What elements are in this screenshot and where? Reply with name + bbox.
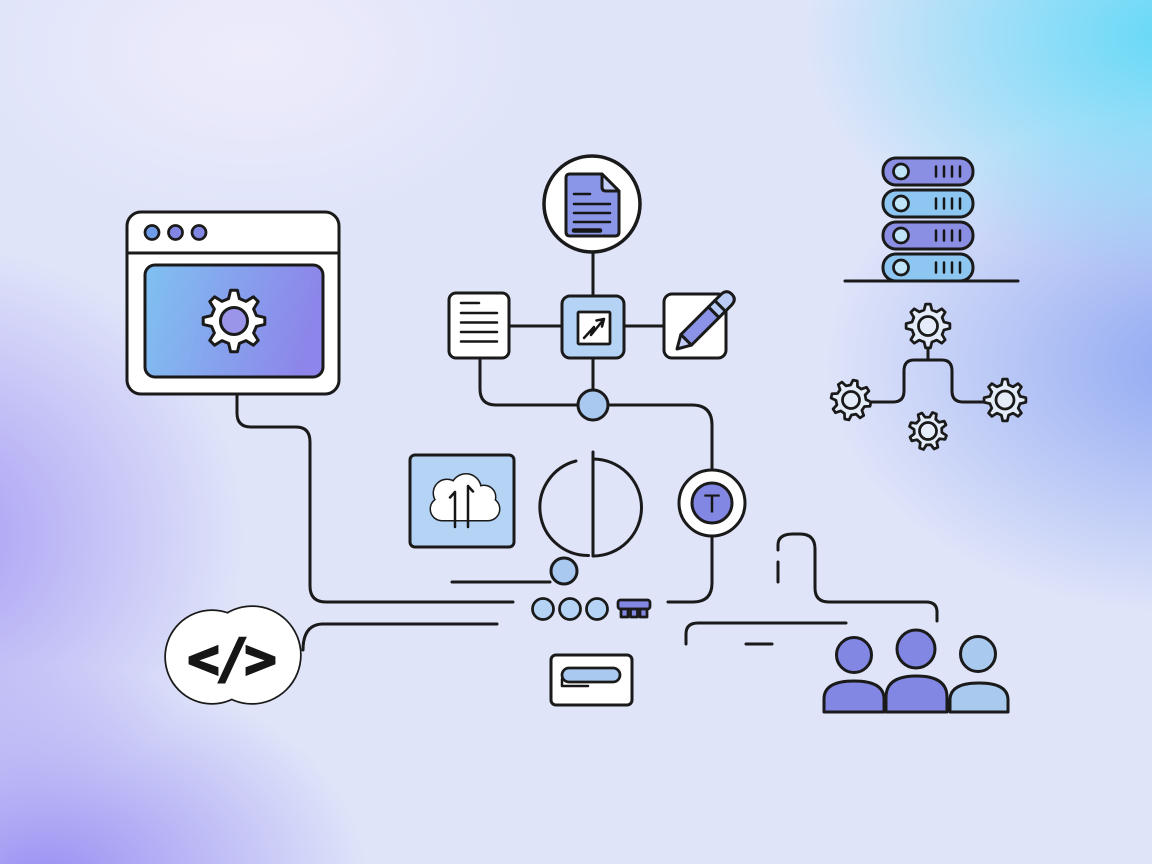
- gear-connectors: [870, 345, 988, 404]
- pen-icon: [675, 290, 736, 351]
- pie-chart-icon: [538, 450, 643, 558]
- slider-knob: [549, 556, 579, 586]
- user-body: [884, 674, 949, 714]
- pen-card-icon: [662, 290, 736, 360]
- gear-hub: [841, 390, 861, 410]
- badge-letter: T: [703, 490, 720, 519]
- user-icon: [822, 636, 886, 714]
- dot: [585, 597, 609, 621]
- gear-hub: [917, 315, 939, 337]
- window-control-dot: [143, 224, 161, 241]
- connector-notes-to-node: [478, 358, 580, 407]
- user-body: [822, 679, 886, 714]
- pie-left-arc: [538, 459, 590, 558]
- user-head: [835, 636, 873, 674]
- chip-icon: [616, 598, 652, 619]
- gear-hub: [918, 421, 938, 441]
- dot: [558, 597, 582, 621]
- upload-arrows-icon: [448, 484, 475, 529]
- document-text-lines: [572, 192, 612, 224]
- input-underline: [560, 677, 590, 688]
- document-fold: [600, 172, 621, 193]
- blob-fill: [204, 607, 300, 703]
- pen-cap: [713, 290, 736, 313]
- user-head: [959, 635, 997, 673]
- flow-node: [576, 388, 610, 422]
- user-body: [948, 681, 1010, 714]
- text-badge-icon: T: [677, 468, 747, 538]
- notes-text-lines: [459, 301, 499, 343]
- server-light: [892, 226, 910, 245]
- server-vents: [934, 165, 962, 274]
- server-stack-icon: [843, 156, 1020, 283]
- input-card-icon: [549, 653, 634, 707]
- pie-right-half: [591, 457, 643, 558]
- users-group-icon: [822, 628, 1010, 714]
- badge-inner-circle: [690, 481, 734, 525]
- trend-arrow-icon: [582, 317, 606, 340]
- connector-code-curve: [301, 622, 499, 652]
- dot: [531, 597, 555, 621]
- user-icon: [884, 628, 949, 714]
- input-bar: [560, 666, 622, 684]
- cloud-shape: [429, 473, 501, 522]
- trend-icon: [560, 294, 626, 360]
- server-light: [892, 258, 910, 277]
- dots-row: [531, 597, 609, 621]
- chip-leg: [629, 607, 639, 619]
- user-head: [895, 628, 937, 670]
- code-icon: </>: [187, 628, 275, 691]
- code-blob-icon: </>: [164, 605, 302, 705]
- server-light: [892, 162, 910, 181]
- decor-arch-line: [776, 532, 939, 623]
- notes-icon: [447, 291, 511, 360]
- cloud-fill: [473, 486, 495, 508]
- cloud-upload-icon: [408, 453, 516, 549]
- gear-hub: [994, 389, 1016, 411]
- decor-hook-line: [684, 621, 848, 646]
- browser-window-icon: [125, 210, 341, 396]
- document-badge-icon: [542, 154, 642, 254]
- window-control-dot: [167, 224, 184, 241]
- connector-browser-to-flow: [235, 392, 515, 604]
- connector-lines: [235, 250, 939, 652]
- window-control-dot: [190, 224, 208, 241]
- chip-leg: [638, 607, 649, 619]
- server-light: [892, 194, 910, 213]
- user-icon: [948, 635, 1010, 714]
- slider-icon: [450, 556, 579, 586]
- gear-network-icon: [829, 302, 1028, 451]
- gear-hub: [219, 306, 249, 336]
- chip-leg: [619, 607, 630, 619]
